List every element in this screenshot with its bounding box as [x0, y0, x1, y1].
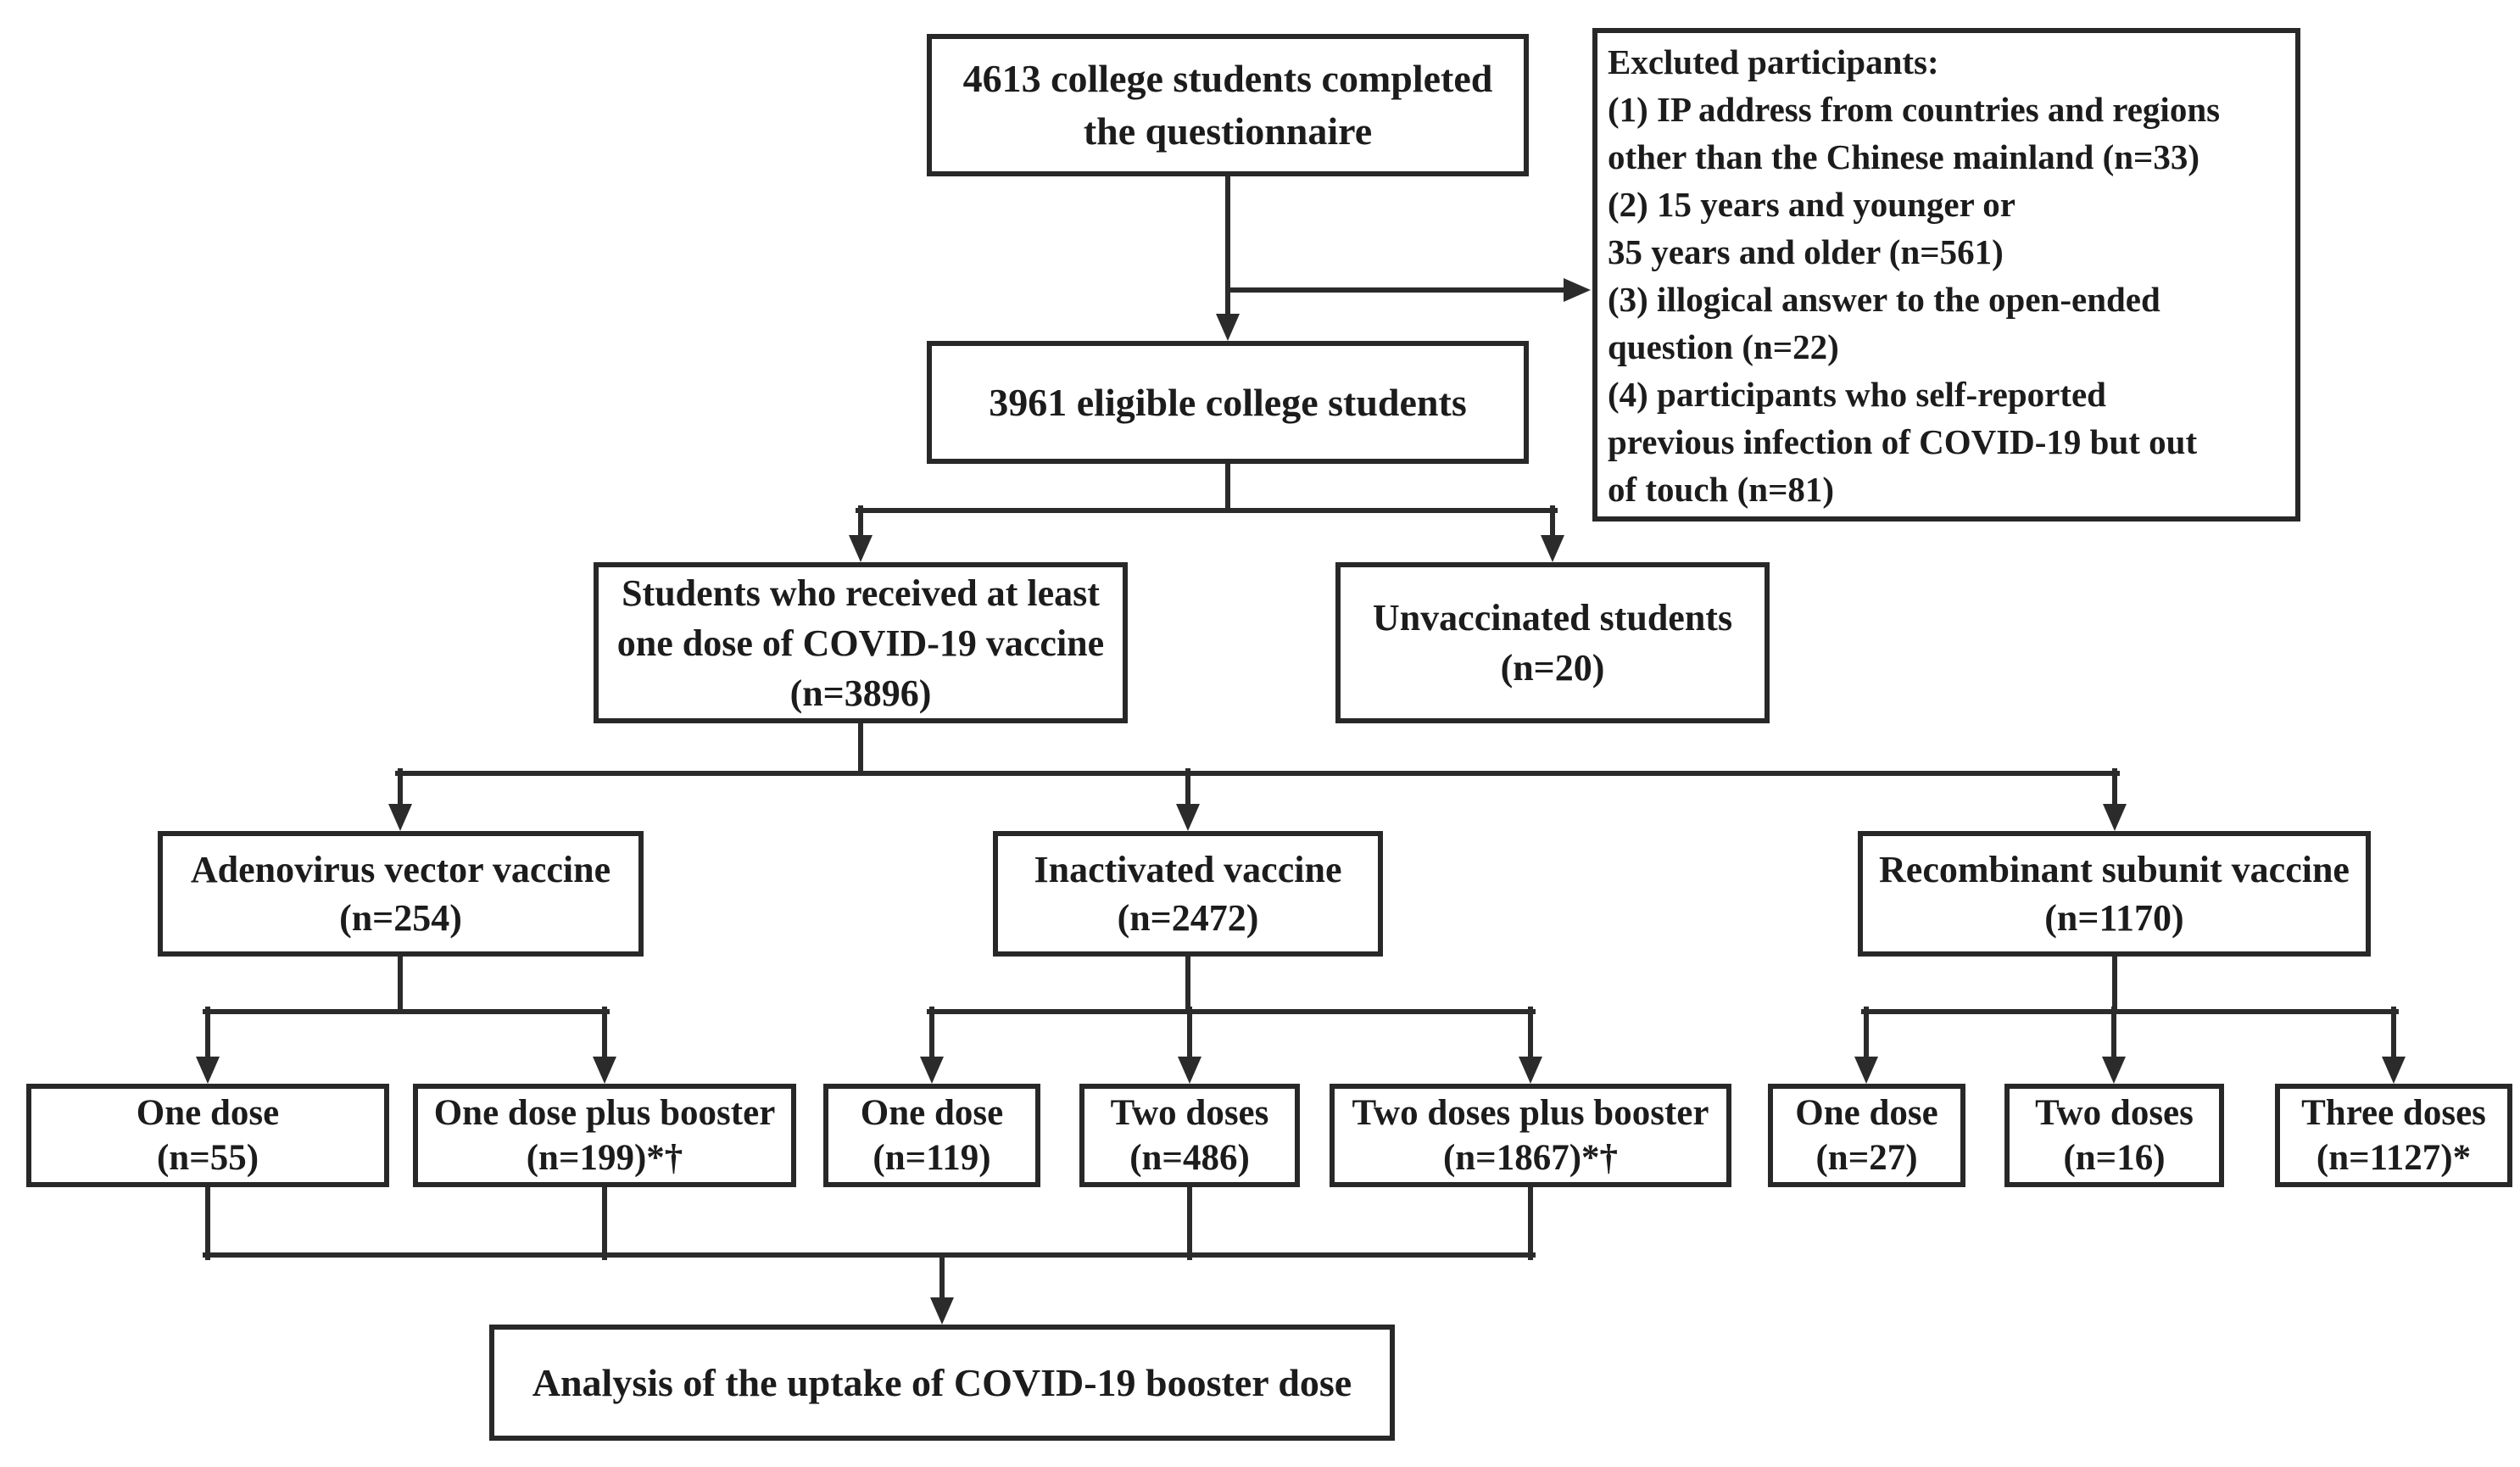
node-adeno-one-dose-text: One dose (n=55)	[136, 1093, 280, 1178]
node-inactivated-two-doses-plus-booster-text: Two doses plus booster (n=1867)*†	[1352, 1093, 1709, 1178]
node-recombinant-three-doses: Three doses (n=1127)*	[2275, 1084, 2512, 1187]
node-recombinant-subunit-vaccine: Recombinant subunit vaccine (n=1170)	[1858, 831, 2371, 957]
node-recombinant-two-doses-text: Two doses (n=16)	[2035, 1093, 2194, 1178]
node-vaccinated-students-text: Students who received at least one dose …	[616, 572, 1105, 714]
node-inactivated-two-doses-plus-booster: Two doses plus booster (n=1867)*†	[1330, 1084, 1731, 1187]
node-adenovirus-vector-vaccine: Adenovirus vector vaccine (n=254)	[158, 831, 644, 957]
node-recombinant-one-dose-text: One dose (n=27)	[1795, 1093, 1938, 1178]
arrow-merge-to-analysis	[203, 1185, 1536, 1325]
node-inactivated-one-dose-text: One dose (n=119)	[860, 1093, 1004, 1178]
node-recombinant-two-doses: Two doses (n=16)	[2004, 1084, 2224, 1187]
arrow-eligible-split	[849, 461, 1564, 562]
node-inactivated-vaccine: Inactivated vaccine (n=2472)	[993, 831, 1383, 957]
arrow-adenovirus-split	[196, 954, 616, 1084]
node-adeno-one-dose-plus-booster: One dose plus booster (n=199)*†	[413, 1084, 796, 1187]
node-inactivated-one-dose: One dose (n=119)	[823, 1084, 1040, 1187]
node-recombinant-three-doses-text: Three doses (n=1127)*	[2301, 1093, 2486, 1178]
node-questionnaire-completed-text: 4613 college students completed the ques…	[962, 57, 1493, 153]
node-vaccinated-students: Students who received at least one dose …	[594, 562, 1128, 723]
node-inactivated-vaccine-text: Inactivated vaccine (n=2472)	[1034, 849, 1342, 939]
node-analysis-booster-uptake-text: Analysis of the uptake of COVID-19 boost…	[532, 1361, 1352, 1404]
arrow-recombinant-split	[1854, 954, 2406, 1084]
arrow-questionnaire-to-eligible	[1216, 174, 1240, 341]
node-adeno-one-dose-plus-booster-text: One dose plus booster (n=199)*†	[433, 1093, 776, 1178]
node-inactivated-two-doses-text: Two doses (n=486)	[1110, 1093, 1269, 1178]
arrow-to-excluded	[1225, 278, 1591, 302]
node-excluded-participants-text: Excluted participants: (1) IP address fr…	[1608, 42, 2221, 509]
node-inactivated-two-doses: Two doses (n=486)	[1079, 1084, 1300, 1187]
node-unvaccinated-students: Unvaccinated students (n=20)	[1335, 562, 1770, 723]
node-excluded-participants: Excluted participants: (1) IP address fr…	[1592, 28, 2300, 522]
node-questionnaire-completed: 4613 college students completed the ques…	[927, 34, 1529, 176]
node-eligible-students-text: 3961 eligible college students	[989, 381, 1467, 424]
node-unvaccinated-students-text: Unvaccinated students (n=20)	[1372, 597, 1733, 689]
node-adenovirus-vector-vaccine-text: Adenovirus vector vaccine (n=254)	[190, 849, 611, 939]
node-eligible-students: 3961 eligible college students	[927, 341, 1529, 464]
arrow-inactivated-split	[920, 954, 1542, 1084]
node-adeno-one-dose: One dose (n=55)	[26, 1084, 389, 1187]
arrow-vaccine-type-split	[388, 721, 2127, 831]
node-analysis-booster-uptake: Analysis of the uptake of COVID-19 boost…	[489, 1325, 1395, 1441]
node-recombinant-subunit-vaccine-text: Recombinant subunit vaccine (n=1170)	[1879, 849, 2350, 939]
node-recombinant-one-dose: One dose (n=27)	[1768, 1084, 1965, 1187]
